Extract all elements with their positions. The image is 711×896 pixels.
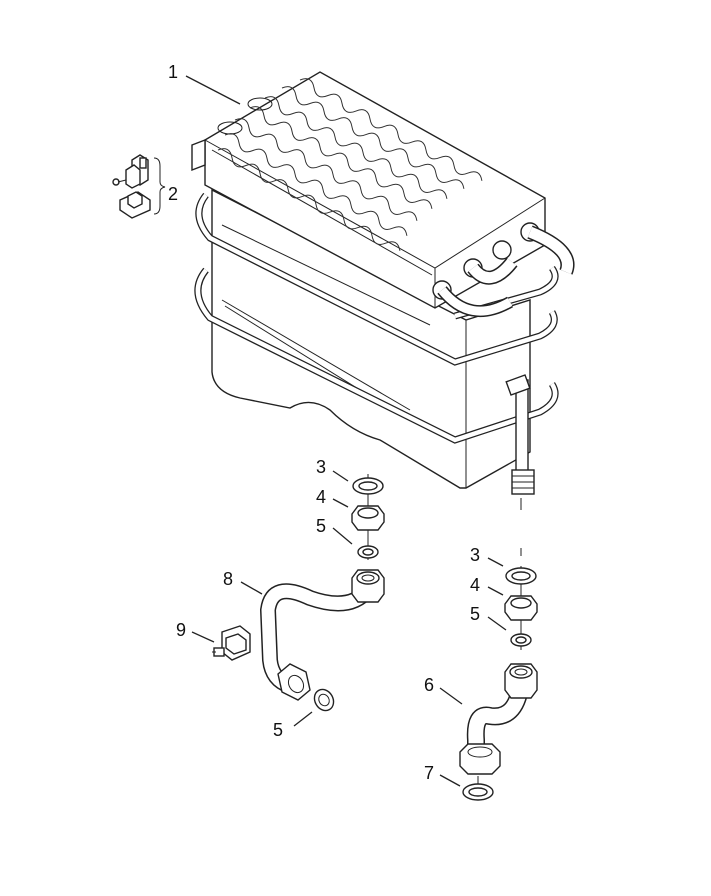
- leader-lines: [185, 75, 507, 787]
- callout-6: 6: [424, 675, 434, 695]
- heat-exchanger-part-1: [191, 71, 575, 495]
- fin-rows: [217, 78, 483, 251]
- callout-3-right: 3: [470, 545, 480, 565]
- callout-3-left: 3: [316, 457, 326, 477]
- callout-labels: 1 2 3 4 5 3 4 5 8 9 5 6 7: [168, 62, 480, 783]
- sensor-clip-part-2: [112, 154, 166, 219]
- right-fitting-stack: [504, 498, 538, 650]
- callout-4-left: 4: [316, 487, 326, 507]
- callout-2: 2: [168, 184, 178, 204]
- washer-part-7: [462, 776, 494, 801]
- callout-9: 9: [176, 620, 186, 640]
- bent-pipe-part-8: [259, 569, 385, 712]
- callout-8: 8: [223, 569, 233, 589]
- callout-4-right: 4: [470, 575, 480, 595]
- callout-5-left: 5: [316, 516, 326, 536]
- callout-1: 1: [168, 62, 178, 82]
- callout-7: 7: [424, 763, 434, 783]
- left-fitting-stack: [351, 474, 385, 560]
- sensor-part-9: [212, 625, 251, 661]
- outlet-elbow-part-6: [459, 663, 538, 775]
- callout-5-right: 5: [470, 604, 480, 624]
- callout-5-pipe: 5: [273, 720, 283, 740]
